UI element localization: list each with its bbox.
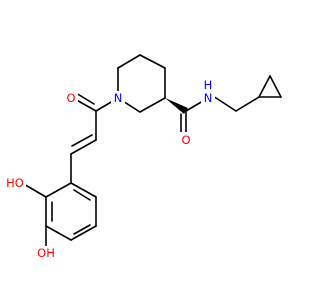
bond xyxy=(139,97,166,113)
bond xyxy=(139,54,166,69)
oxygen-atom-label: O xyxy=(66,91,75,105)
bond xyxy=(45,225,72,241)
amide-hydrogen-label: H xyxy=(204,78,213,92)
double-bond xyxy=(75,92,95,105)
bond xyxy=(70,182,97,198)
structure-canvas: O N N H O HO OH xyxy=(4,54,282,260)
bond xyxy=(70,225,97,241)
amide-oxygen-label: O xyxy=(181,133,190,147)
atom-label-layer: O N N H O HO OH xyxy=(4,78,215,260)
bond xyxy=(235,96,260,112)
molecule-diagram: O N N H O HO OH xyxy=(4,54,282,260)
bond xyxy=(269,75,282,98)
aromatic-bond xyxy=(73,224,91,235)
bond xyxy=(258,75,271,98)
bond xyxy=(212,95,237,112)
aromatic-bond xyxy=(73,189,91,201)
hydroxyl-meta-label: HO xyxy=(6,176,24,190)
double-bond xyxy=(70,139,97,155)
bond xyxy=(185,100,204,112)
wedge-bond xyxy=(165,98,188,114)
bond xyxy=(45,182,72,198)
bond xyxy=(117,54,141,69)
amide-nitrogen-label: N xyxy=(204,91,213,105)
hydroxyl-para-label: OH xyxy=(37,246,55,260)
nitrogen-atom-label: N xyxy=(114,91,123,105)
bond-layer xyxy=(21,54,282,247)
double-bond xyxy=(71,134,93,147)
